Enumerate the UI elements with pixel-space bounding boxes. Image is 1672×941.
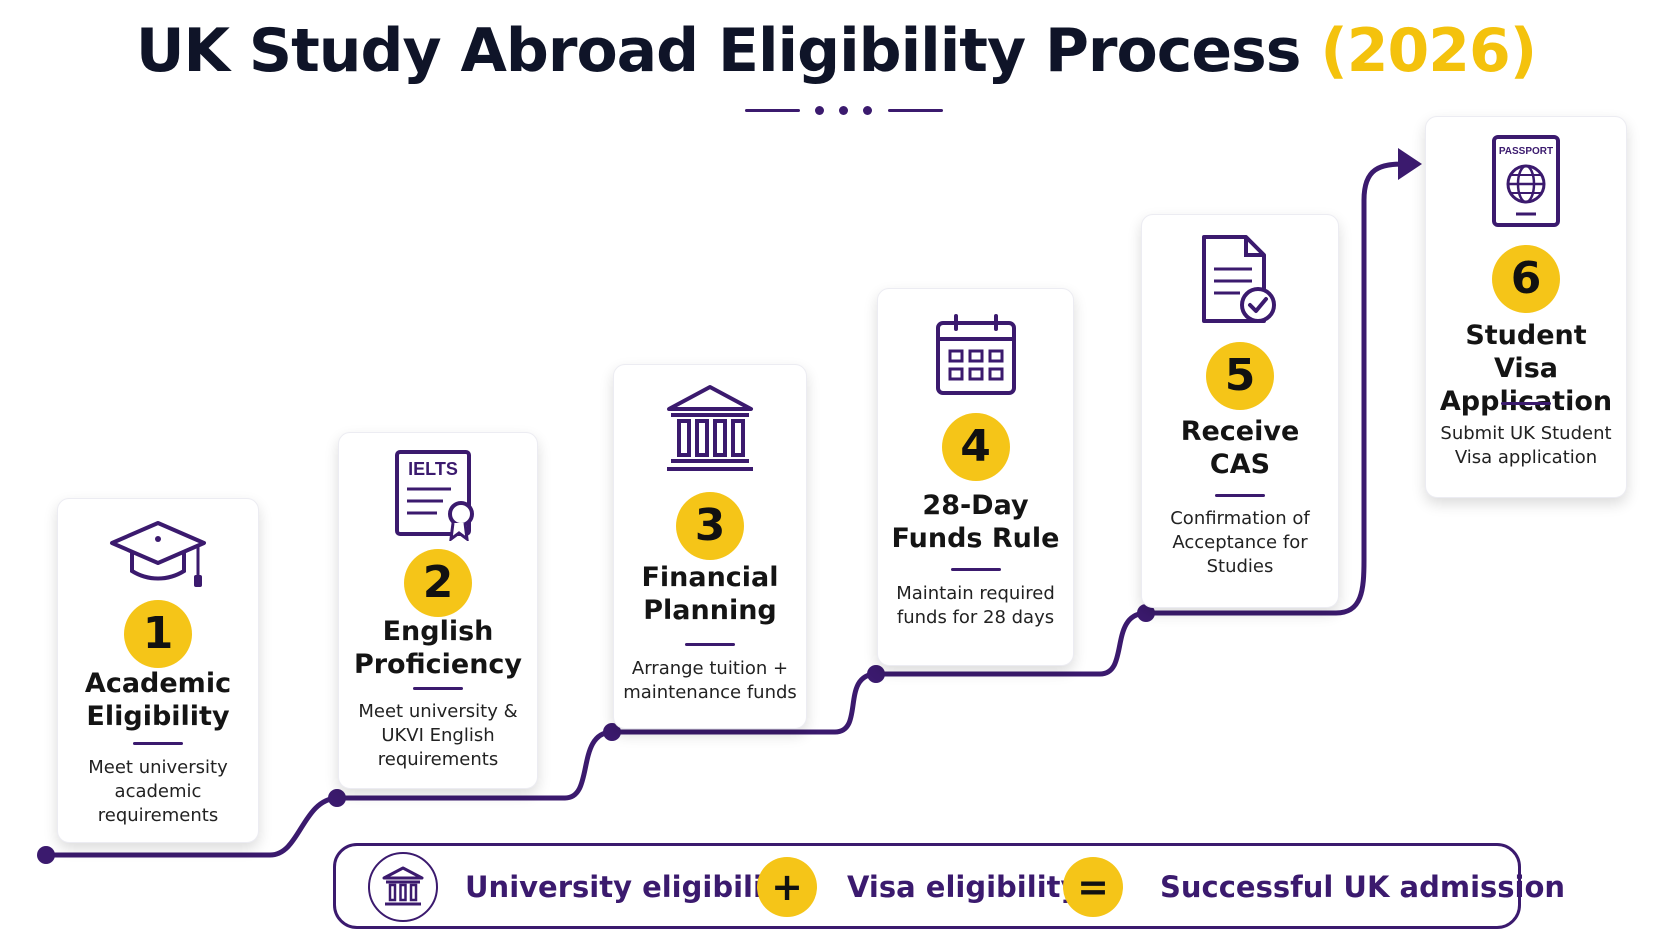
svg-text:PASSPORT: PASSPORT [1499,146,1553,157]
step-number-badge: 2 [404,549,472,617]
svg-text:IELTS: IELTS [408,459,458,479]
plus-icon: + [757,857,817,917]
calendar-icon [878,313,1073,397]
step-number-badge: 4 [941,413,1010,481]
formula-result: Successful UK admission [1160,870,1566,904]
document-check-icon [1142,233,1338,327]
step-number-badge: 3 [676,492,744,560]
formula-term-visa: Visa eligibility [847,870,1080,904]
title-main: UK Study Abroad Eligibility Process [135,16,1302,86]
bank-icon [614,383,806,473]
passport-icon: PASSPORT [1426,134,1626,230]
step-separator [950,568,1001,571]
step-number-badge: 5 [1206,342,1274,410]
title-divider [745,104,945,116]
step-separator [1215,494,1265,497]
university-icon [368,852,438,922]
equals-icon: = [1063,857,1123,917]
divider-line-left [745,109,800,112]
divider-dot [839,106,848,115]
path-node [603,723,621,741]
formula-term-university: University eligibility [465,870,796,904]
path-node [328,789,346,807]
progress-arrowhead [1398,148,1422,180]
path-node [867,665,885,683]
graduation-cap-icon [58,519,258,589]
step-separator [1501,402,1551,405]
step-number-badge: 1 [124,600,192,668]
path-node-start [37,846,55,864]
title-year: (2026) [1320,16,1537,86]
step-number-badge: 6 [1492,245,1560,313]
eligibility-formula-banner: University eligibility + Visa eligibilit… [333,843,1565,929]
step-separator [413,687,463,690]
divider-dot [815,106,824,115]
divider-line-right [888,109,943,112]
step-separator [685,643,735,646]
ielts-certificate-icon: IELTS [339,449,537,541]
divider-dot [863,106,872,115]
page-title: UK Study Abroad Eligibility Process (202… [0,16,1672,86]
step-separator [133,742,183,745]
path-node [1137,604,1155,622]
step-description: Arrange tuition +maintenance funds [623,658,797,703]
